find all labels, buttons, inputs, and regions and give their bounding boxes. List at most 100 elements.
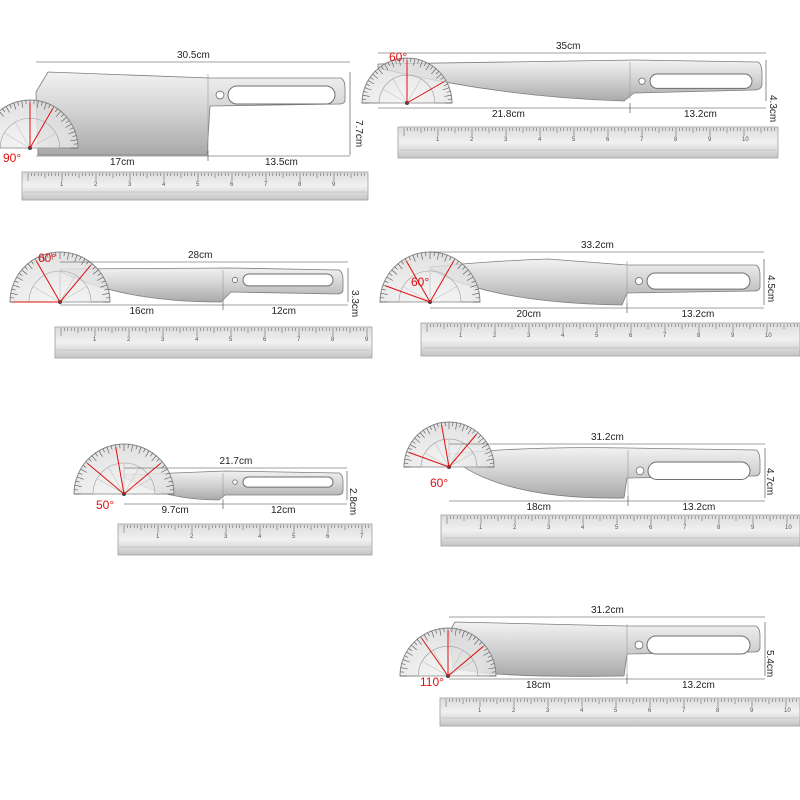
svg-text:9: 9 xyxy=(751,525,755,531)
angle-ray xyxy=(405,260,431,303)
handle-slot xyxy=(227,85,336,105)
svg-text:8: 8 xyxy=(331,337,335,343)
svg-text:8: 8 xyxy=(697,333,701,339)
blade-length-label: 17cm xyxy=(110,157,134,168)
length-label: 28cm xyxy=(188,250,212,261)
svg-text:4: 4 xyxy=(580,708,584,714)
handle-length-label: 13.2cm xyxy=(682,680,715,691)
svg-text:6: 6 xyxy=(606,137,610,143)
knife-blade xyxy=(448,447,761,499)
knife-blade xyxy=(35,71,346,156)
svg-text:2: 2 xyxy=(127,337,131,343)
length-label: 33.2cm xyxy=(581,240,614,251)
height-label: 7.7cm xyxy=(353,120,364,147)
knife-cleaver xyxy=(35,71,346,156)
svg-text:3: 3 xyxy=(527,333,531,339)
knife-curved-chef-knife xyxy=(448,447,761,499)
knife-paring-knife xyxy=(123,470,344,501)
svg-text:4: 4 xyxy=(561,333,565,339)
handle-rivet xyxy=(231,276,239,283)
svg-text:4: 4 xyxy=(195,337,199,343)
angle-label: 60° xyxy=(411,275,429,289)
angle-ray xyxy=(429,260,455,303)
handle-slot xyxy=(242,273,334,287)
svg-text:5: 5 xyxy=(292,534,296,540)
svg-text:5: 5 xyxy=(614,708,618,714)
protractor xyxy=(403,421,495,469)
blade-length-label: 16cm xyxy=(130,306,154,317)
angle-ray xyxy=(123,463,161,495)
angle-label: 90° xyxy=(3,151,21,165)
knife-utility-knife xyxy=(59,267,344,303)
svg-text:6: 6 xyxy=(263,337,267,343)
knife-blade xyxy=(429,258,761,306)
svg-text:5: 5 xyxy=(615,525,619,531)
svg-text:4: 4 xyxy=(581,525,585,531)
svg-text:9: 9 xyxy=(750,708,754,714)
svg-text:2: 2 xyxy=(94,182,98,188)
svg-text:7: 7 xyxy=(682,708,686,714)
svg-text:6: 6 xyxy=(230,182,234,188)
handle-length-label: 12cm xyxy=(272,306,296,317)
height-label: 2.8cm xyxy=(347,488,358,515)
knife-blade xyxy=(377,59,763,102)
svg-text:9: 9 xyxy=(332,182,336,188)
svg-text:2: 2 xyxy=(512,708,516,714)
height-label: 4.7cm xyxy=(764,468,775,495)
handle-length-label: 13.5cm xyxy=(265,157,298,168)
handle-slot xyxy=(646,635,751,655)
svg-text:9: 9 xyxy=(365,337,369,343)
svg-text:2: 2 xyxy=(493,333,497,339)
svg-text:7: 7 xyxy=(297,337,301,343)
svg-text:5: 5 xyxy=(572,137,576,143)
dimension-lines xyxy=(430,251,765,313)
svg-text:8: 8 xyxy=(674,137,678,143)
blade-length-label: 21.8cm xyxy=(492,109,525,120)
svg-text:4: 4 xyxy=(258,534,262,540)
svg-text:8: 8 xyxy=(716,708,720,714)
svg-text:9: 9 xyxy=(708,137,712,143)
svg-text:8: 8 xyxy=(717,525,721,531)
protractor xyxy=(9,251,111,304)
handle-slot xyxy=(242,476,334,488)
handle-length-label: 13.2cm xyxy=(684,109,717,120)
protractor xyxy=(0,99,79,150)
angle-ray xyxy=(441,424,450,468)
handle-rivet xyxy=(634,640,644,650)
angle-label: 60° xyxy=(389,50,407,64)
blade-length-label: 18cm xyxy=(526,680,550,691)
length-label: 31.2cm xyxy=(591,432,624,443)
angle-ray xyxy=(408,451,450,468)
svg-text:10: 10 xyxy=(785,525,792,531)
svg-text:5: 5 xyxy=(595,333,599,339)
blade-length-label: 20cm xyxy=(517,309,541,320)
handle-rivet xyxy=(635,277,643,285)
svg-text:2: 2 xyxy=(513,525,517,531)
svg-text:7: 7 xyxy=(683,525,687,531)
angle-ray xyxy=(448,433,477,468)
knife-chef-knife xyxy=(429,258,761,306)
handle-rivet xyxy=(638,77,646,85)
handle-length-label: 12cm xyxy=(271,505,295,516)
dimension-lines xyxy=(449,616,766,684)
svg-text:7: 7 xyxy=(663,333,667,339)
protractor xyxy=(361,57,453,105)
svg-text:1: 1 xyxy=(93,337,97,343)
svg-text:3: 3 xyxy=(161,337,165,343)
svg-text:10: 10 xyxy=(742,137,749,143)
svg-text:3: 3 xyxy=(547,525,551,531)
angle-ray xyxy=(59,265,91,303)
angle-ray xyxy=(447,646,484,677)
angle-ray xyxy=(385,285,431,303)
svg-text:8: 8 xyxy=(298,182,302,188)
protractor xyxy=(73,443,175,496)
